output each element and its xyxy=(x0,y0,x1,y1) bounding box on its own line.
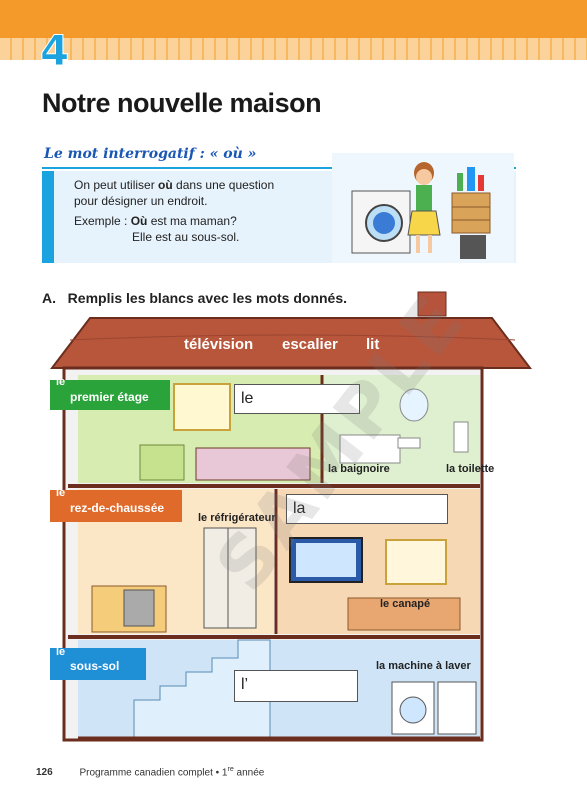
label-bathtub: la baignoire xyxy=(328,463,390,475)
label-fridge: le réfrigérateur xyxy=(198,512,276,524)
floor-tag-ground: le rez-de-chaussée xyxy=(50,487,182,522)
page-number: 126 xyxy=(36,767,53,779)
rule-example: Exemple : Où est ma maman? Elle est au s… xyxy=(74,214,240,244)
rule-divider xyxy=(42,167,516,169)
top-band xyxy=(0,0,587,38)
floor-tag-basement: le sous-sol xyxy=(50,646,146,680)
rule-header: Le mot interrogatif : « où » xyxy=(42,145,516,169)
rule-explanation: On peut utiliser où dans une question po… xyxy=(74,178,275,208)
label-couch: le canapé xyxy=(380,598,431,610)
grammar-rule-box: Le mot interrogatif : « où » On peut uti… xyxy=(42,145,516,263)
blank-tv[interactable]: la xyxy=(286,494,448,524)
label-toilet: la toilette xyxy=(446,463,495,475)
rule-accent-bar xyxy=(42,171,54,263)
rule-heading: Le mot interrogatif : « où » xyxy=(44,146,257,162)
unit-number: 4 xyxy=(39,26,70,76)
exercise-instruction: A. Remplis les blancs avec les mots donn… xyxy=(42,290,348,306)
laundry-illustration xyxy=(332,153,514,263)
page-title: Notre nouvelle maison xyxy=(42,88,322,118)
blank-bed[interactable]: le xyxy=(234,384,360,414)
header-stripe xyxy=(0,38,587,60)
page-footer: 126 Programme canadien complet • 1re ann… xyxy=(36,766,265,779)
word-bank-item: escalier xyxy=(282,336,338,353)
word-bank-item: lit xyxy=(366,336,380,353)
floor-tag-upper: le premier étage xyxy=(50,376,170,410)
word-bank-item: télévision xyxy=(184,336,254,353)
blank-stairs[interactable]: l’ xyxy=(234,670,358,702)
label-washer: la machine à laver xyxy=(376,660,471,672)
